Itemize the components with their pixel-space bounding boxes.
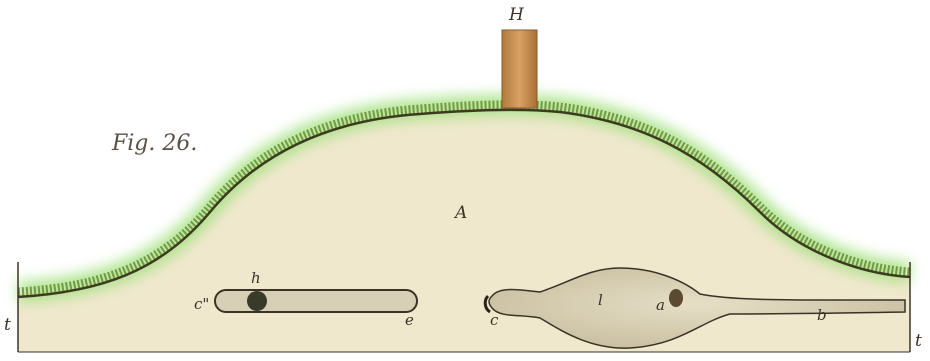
passage-label: b <box>817 306 827 324</box>
chamber-entrance-label: c <box>490 311 499 329</box>
ground-label-right: t <box>915 331 922 351</box>
mound-label: A <box>453 203 467 223</box>
ball-label: h <box>251 269 261 287</box>
tunnel-end-left-label: c" <box>194 295 209 313</box>
chamber-hole <box>669 289 683 307</box>
figure-caption: Fig. 26. <box>111 131 197 156</box>
left-tunnel <box>215 290 417 312</box>
post-label: H <box>508 5 525 25</box>
chamber-hole-label: a <box>656 296 665 314</box>
ball <box>247 291 267 311</box>
tunnel-end-right-label: e <box>405 311 414 329</box>
chamber-label: l <box>598 291 603 309</box>
post <box>502 30 537 108</box>
ground-label-left: t <box>4 315 11 335</box>
